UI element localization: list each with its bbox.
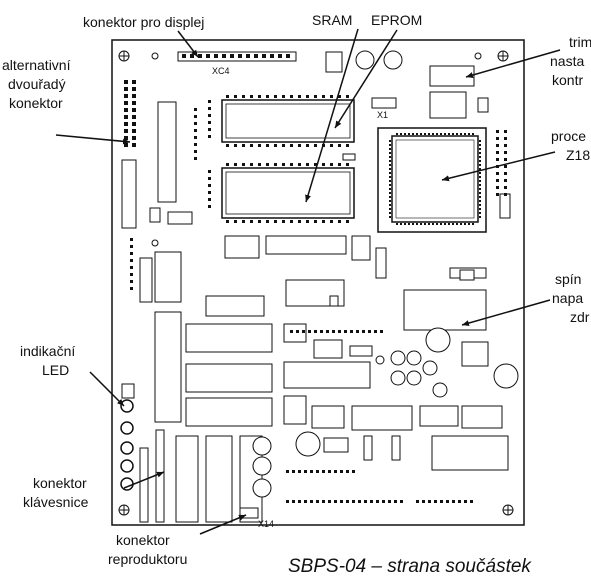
label-eprom: EPROM (371, 12, 422, 28)
label-trimmer-line-3: kontr (552, 72, 583, 88)
pad-dot-arrays (130, 108, 507, 503)
label-indicator-led-line-1: indikační (20, 343, 75, 359)
processor-chip (377, 127, 487, 233)
label-trimmer-line-1: trim (569, 34, 591, 50)
caption: SBPS-04 – strana součástek (288, 556, 532, 577)
label-keyboard-connector-line-1: konektor (33, 475, 87, 491)
board-mark-xc4: XC4 (212, 66, 230, 76)
label-trimmer-line-2: nasta (550, 53, 584, 69)
misc-components (121, 193, 519, 523)
label-alt-connector-line-2: dvouřadý (8, 76, 66, 92)
speaker-connector-area (239, 436, 272, 519)
label-switching-psu-line-3: zdr (570, 309, 590, 325)
board-mark-x1: X1 (377, 110, 388, 120)
leader-lines (55, 28, 561, 535)
label-processor-line-1: proce (551, 128, 586, 144)
display-connector-xc4 (177, 51, 297, 62)
label-processor-line-2: Z18 (566, 147, 590, 163)
alternative-connector (121, 80, 193, 229)
indicator-leds (120, 399, 134, 491)
label-switching-psu-line-2: napa (552, 290, 583, 306)
sram-chip (221, 167, 355, 219)
memory-pin-rows (208, 95, 349, 223)
label-switching-psu-line-1: spín (555, 271, 581, 287)
eprom-chip (221, 99, 355, 143)
trimmer-area (325, 50, 489, 161)
label-speaker-connector-line-2: reproduktoru (108, 551, 187, 567)
label-display-connector: konektor pro displej (83, 14, 204, 30)
label-alt-connector-line-1: alternativní (2, 57, 71, 73)
board-mark-x14: X14 (258, 519, 274, 529)
mounting-holes (118, 50, 514, 516)
label-speaker-connector-line-1: konektor (116, 532, 170, 548)
label-sram: SRAM (312, 12, 352, 28)
label-indicator-led-line-2: LED (42, 362, 69, 378)
label-keyboard-connector-line-2: klávesnice (23, 494, 89, 510)
label-alt-connector-line-3: konektor (9, 95, 63, 111)
